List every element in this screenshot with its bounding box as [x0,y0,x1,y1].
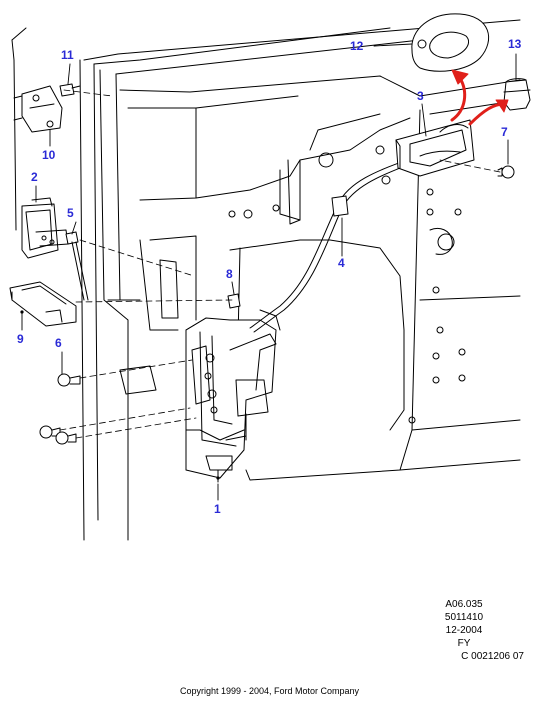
reference-code: A06.035 [445,599,483,610]
release-cable [249,157,413,333]
direction-arrows [450,69,509,126]
callout-1: 1 [214,502,221,516]
reference-model-code: FY [457,638,471,649]
door-inner-panel [11,19,521,541]
callout-4: 4 [338,256,345,270]
callout-3: 3 [417,89,424,103]
interior-door-handle [395,119,475,177]
rod-clip [65,231,89,301]
diagram-reference-block: A06.035 5011410 12-2004 FY C 0021206 07 [404,598,524,663]
panel-clip [227,293,241,309]
callout-9: 9 [17,332,24,346]
reference-date: 12-2004 [445,625,483,636]
callout-13: 13 [508,37,522,51]
handle-bezel [411,13,490,72]
striker [13,85,63,133]
latch-screws [39,373,81,445]
exterior-handle [21,197,69,259]
callout-7: 7 [501,125,508,139]
reference-catalog-id: C 0021206 07 [461,651,524,662]
reference-part-number: 5011410 [444,612,484,623]
handle-screw [497,165,515,179]
callout-leader-dots [20,310,220,480]
callout-10: 10 [42,148,56,162]
callout-5: 5 [67,206,74,220]
callout-11: 11 [61,48,74,62]
striker-screw [59,83,81,97]
callout-leaders [21,43,517,501]
assembly-lines [59,89,501,439]
copyright-notice: Copyright 1999 - 2004, Ford Motor Compan… [179,686,360,696]
lock-cylinder [9,281,77,327]
callout-8: 8 [226,267,233,281]
callout-6: 6 [55,336,62,350]
callout-12: 12 [350,39,364,53]
callout-2: 2 [31,170,38,184]
door-latch [185,309,281,483]
handle-cap [503,78,531,111]
